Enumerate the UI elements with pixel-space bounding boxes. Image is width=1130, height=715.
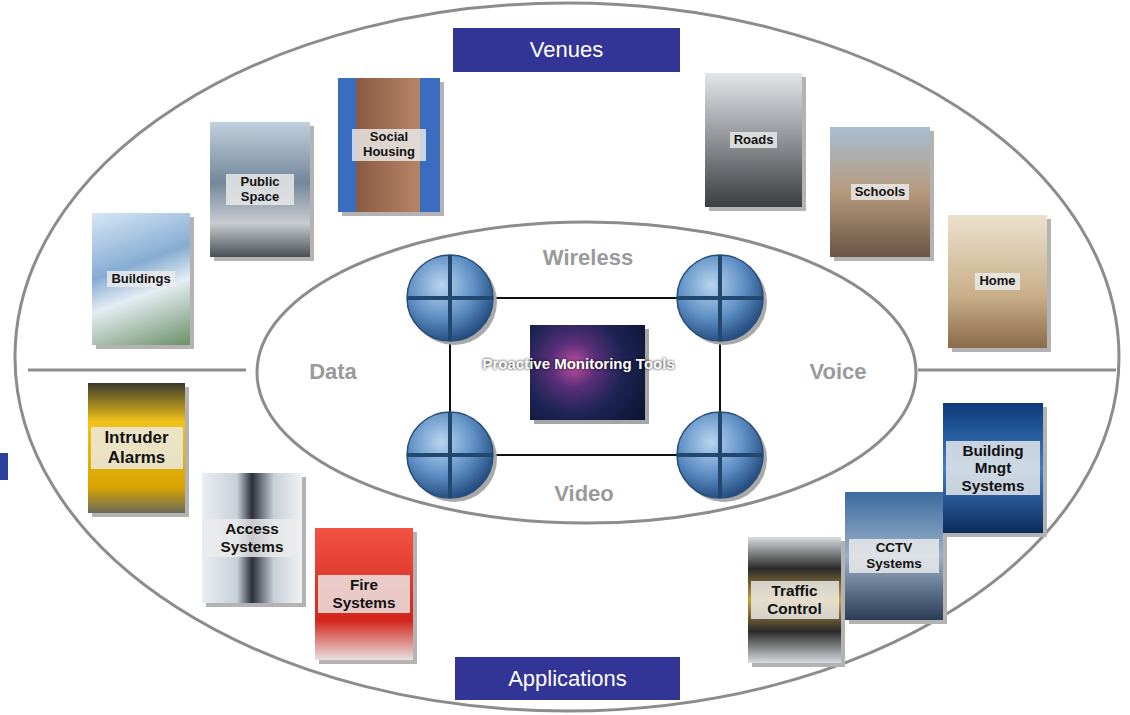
venue-photo-tile: Home	[948, 215, 1047, 348]
venue-photo-tile: Public Space	[210, 122, 310, 257]
venue-photo-tile: Roads	[705, 73, 802, 207]
divider-line	[918, 369, 1116, 372]
medium-label: Data	[309, 359, 357, 385]
node-label: Building Mngt Systems	[946, 441, 1040, 496]
venue-photo-tile: Buildings	[92, 213, 190, 345]
node-label: Proactive Monitoring Tools	[483, 355, 588, 373]
medium-label: Voice	[809, 359, 866, 385]
ellipse-outline	[257, 222, 916, 523]
divider-line	[28, 369, 246, 372]
node-label: Intruder Alarms	[91, 427, 183, 468]
router-symbols	[407, 255, 767, 502]
application-photo-tile: Access Systems	[202, 473, 302, 603]
section-banner: Venues	[453, 28, 680, 72]
edge-bar	[0, 453, 8, 480]
application-photo-tile: Fire Systems	[315, 528, 413, 660]
application-photo-tile: CCTV Systems	[845, 492, 943, 620]
node-label: Fire Systems	[318, 575, 410, 612]
outer-ellipse	[15, 3, 1119, 711]
node-label: Public Space	[226, 174, 294, 206]
section-title: Applications	[508, 666, 627, 692]
medium-label: Video	[554, 481, 614, 507]
node-label: Roads	[730, 132, 778, 149]
node-label: Home	[975, 273, 1019, 290]
venue-photo-tile: Schools	[830, 127, 930, 257]
section-banner: Applications	[455, 657, 680, 700]
venue-photo-tile: Social Housing	[338, 78, 440, 212]
node-label: Buildings	[107, 271, 174, 288]
node-label: Traffic Control	[751, 581, 839, 618]
node-label: Access Systems	[206, 519, 298, 556]
monitoring-tools-box: Proactive Monitoring Tools	[530, 325, 645, 420]
network-ellipse: WirelessData VoiceVideo Proactive Monitori…	[255, 220, 918, 525]
section-title: Venues	[530, 37, 603, 63]
application-photo-tile: Traffic Control	[748, 537, 841, 663]
node-label: Schools	[851, 184, 910, 201]
medium-label: Wireless	[543, 245, 633, 271]
node-label: CCTV Systems	[849, 539, 939, 572]
node-label: Social Housing	[352, 129, 426, 161]
application-photo-tile: Intruder Alarms	[88, 383, 185, 513]
application-photo-tile: Building Mngt Systems	[943, 403, 1043, 533]
